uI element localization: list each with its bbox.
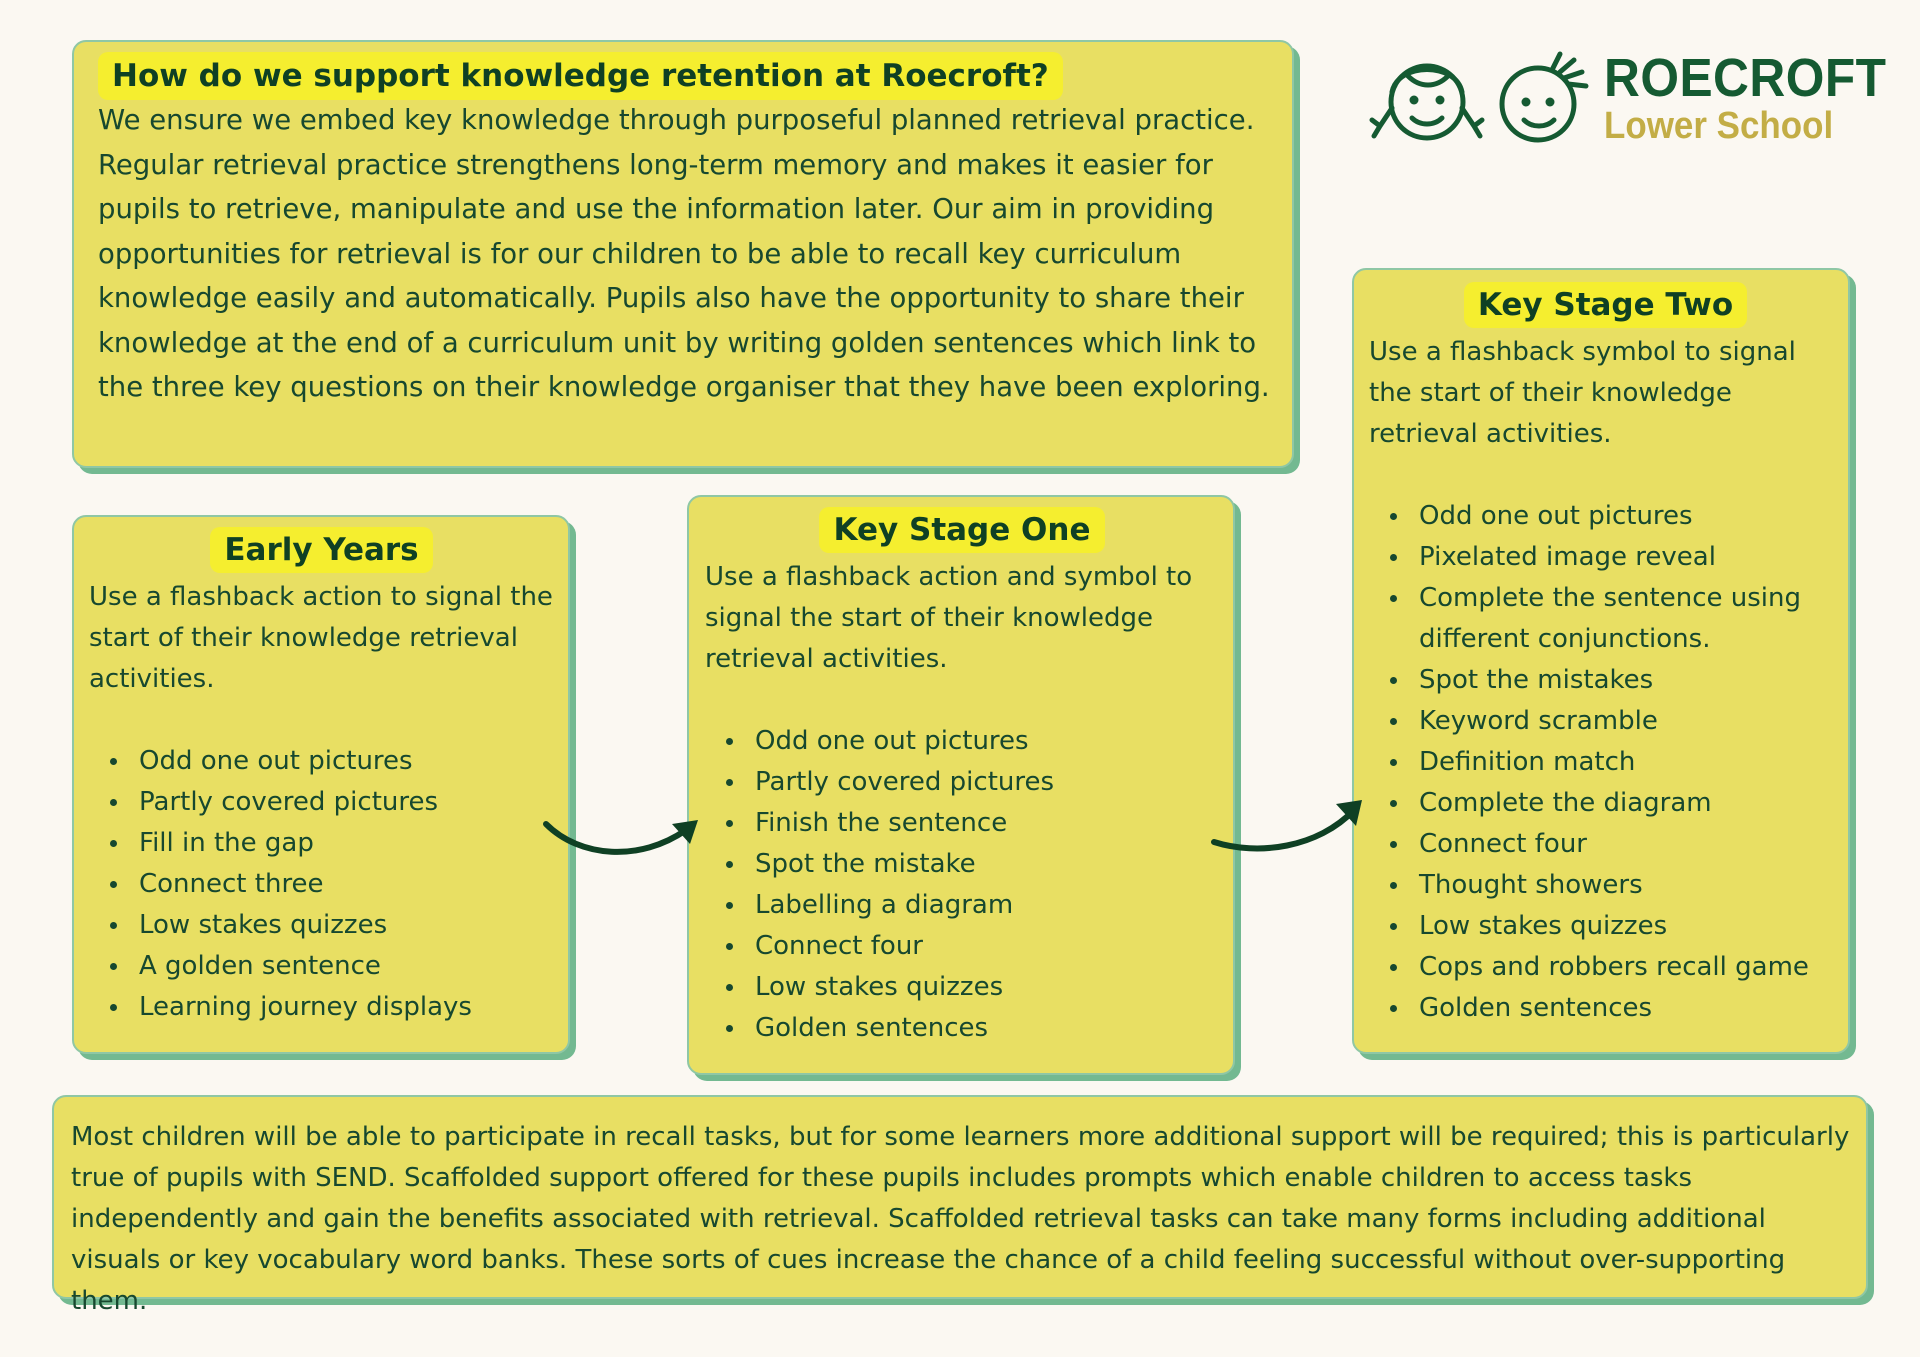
logo-name: ROECROFT: [1604, 48, 1887, 108]
list-item: Learning journey displays: [110, 987, 554, 1028]
early-years-text: Use a flashback action to signal the sta…: [89, 582, 553, 694]
key-stage-two-card: Key Stage Two Use a flashback symbol to …: [1352, 268, 1850, 1054]
list-item: A golden sentence: [110, 946, 554, 987]
list-item: Partly covered pictures: [726, 762, 1219, 803]
list-item: Connect three: [110, 864, 554, 905]
intro-card: How do we support knowledge retention at…: [72, 40, 1294, 468]
arrow-early-to-ks1: [543, 820, 698, 855]
list-item: Golden sentences: [726, 1008, 1219, 1049]
list-item: Odd one out pictures: [110, 741, 554, 782]
list-item: Low stakes quizzes: [110, 905, 554, 946]
list-item: Pixelated image reveal: [1390, 537, 1842, 578]
list-item: Complete the diagram: [1390, 783, 1842, 824]
list-item: Complete the sentence using different co…: [1390, 578, 1842, 660]
list-item: Spot the mistakes: [1390, 660, 1842, 701]
list-item: Cops and robbers recall game: [1390, 947, 1842, 988]
list-item: Spot the mistake: [726, 844, 1219, 885]
early-years-title: Early Years: [210, 527, 433, 573]
girl-left-eye: [1409, 95, 1419, 105]
list-item: Odd one out pictures: [1390, 496, 1842, 537]
key-stage-one-activity-list: Odd one out pictures Partly covered pict…: [705, 721, 1219, 1049]
early-years-activity-list: Odd one out pictures Partly covered pict…: [89, 741, 554, 1028]
key-stage-two-activity-list: Odd one out pictures Pixelated image rev…: [1369, 496, 1842, 1029]
list-item: Partly covered pictures: [110, 782, 554, 823]
logo-subtitle: Lower School: [1604, 105, 1834, 147]
early-years-card: Early Years Use a flashback action to si…: [72, 515, 570, 1054]
list-item: Connect four: [726, 926, 1219, 967]
intro-text: We ensure we embed key knowledge through…: [98, 104, 1270, 403]
arrow-ks1-to-ks2: [1211, 800, 1362, 852]
key-stage-one-text: Use a flashback action and symbol to sig…: [705, 562, 1193, 674]
list-item: Low stakes quizzes: [1390, 906, 1842, 947]
list-item: Low stakes quizzes: [726, 967, 1219, 1008]
key-stage-one-card: Key Stage One Use a flashback action and…: [687, 495, 1235, 1075]
list-item: Definition match: [1390, 742, 1842, 783]
send-support-text: Most children will be able to participat…: [71, 1122, 1850, 1316]
list-item: Finish the sentence: [726, 803, 1219, 844]
intro-title: How do we support knowledge retention at…: [98, 52, 1063, 100]
list-item: Golden sentences: [1390, 988, 1842, 1029]
key-stage-two-text: Use a flashback symbol to signal the sta…: [1369, 337, 1796, 449]
girl-right-eye: [1435, 95, 1445, 105]
girl-face-icon: [1369, 63, 1485, 141]
list-item: Connect four: [1390, 824, 1842, 865]
boy-face-icon: [1499, 51, 1589, 143]
school-logo: ROECROFT Lower School: [1368, 48, 1886, 148]
list-item: Thought showers: [1390, 865, 1842, 906]
boy-right-eye: [1545, 97, 1555, 107]
list-item: Fill in the gap: [110, 823, 554, 864]
list-item: Labelling a diagram: [726, 885, 1219, 926]
boy-left-eye: [1521, 97, 1531, 107]
key-stage-one-title: Key Stage One: [819, 507, 1105, 553]
key-stage-two-title: Key Stage Two: [1463, 282, 1748, 328]
send-support-card: Most children will be able to participat…: [52, 1095, 1868, 1316]
list-item: Odd one out pictures: [726, 721, 1219, 762]
list-item: Keyword scramble: [1390, 701, 1842, 742]
